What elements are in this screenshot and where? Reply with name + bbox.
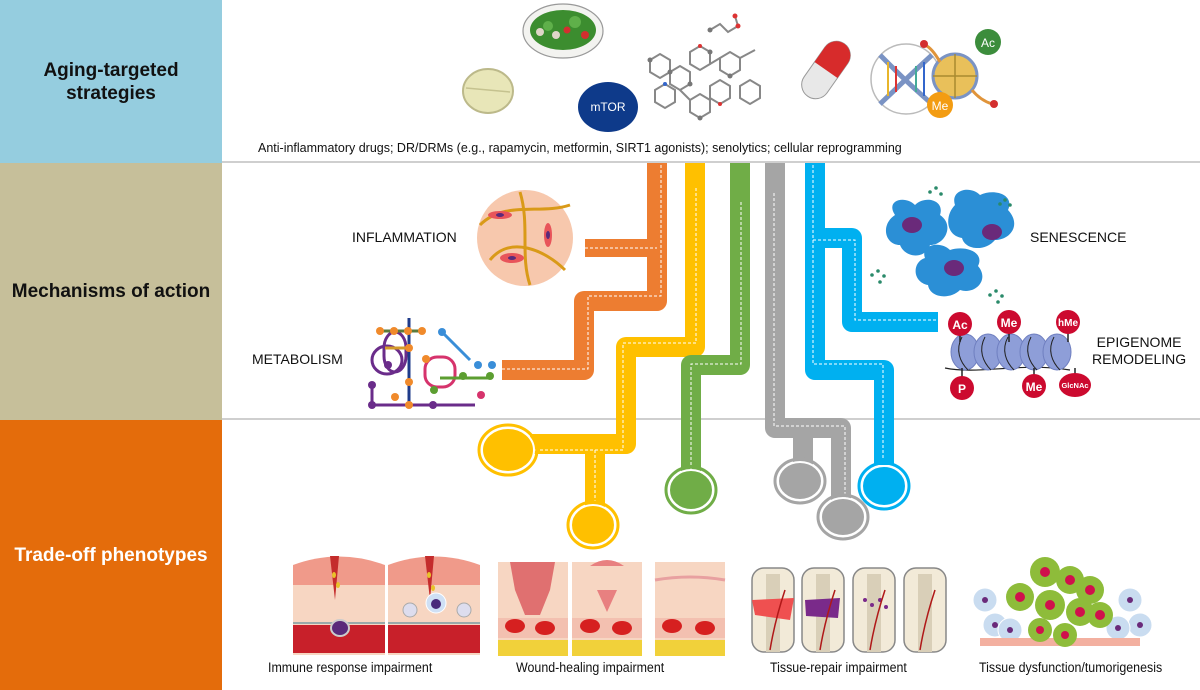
inflammation-illustration bbox=[477, 190, 573, 286]
row-divider bbox=[222, 418, 1200, 420]
wound-healing-illustration bbox=[498, 560, 726, 656]
me-label: Me bbox=[932, 99, 949, 113]
epigenome-label: EPIGENOME REMODELING bbox=[1092, 334, 1186, 368]
row-label-text: Trade-off phenotypes bbox=[14, 544, 208, 566]
pathway-green bbox=[664, 163, 750, 515]
row-label-phenotypes: Trade-off phenotypes bbox=[0, 420, 222, 690]
phenotype-tumorigenesis-label: Tissue dysfunction/tumorigenesis bbox=[979, 660, 1163, 675]
pathway-yellow bbox=[477, 163, 705, 550]
phenotype-immune-label: Immune response impairment bbox=[268, 660, 433, 675]
strategies-caption: Anti-inflammatory drugs; DR/DRMs (e.g., … bbox=[258, 141, 902, 155]
tablet-icon bbox=[462, 68, 514, 114]
phenotype-tissue-repair-label: Tissue-repair impairment bbox=[770, 660, 907, 675]
senescence-illustration bbox=[870, 186, 1015, 304]
row-label-text: Mechanisms of action bbox=[11, 281, 211, 302]
metabolism-label: METABOLISM bbox=[252, 351, 343, 367]
pathway-blue bbox=[805, 163, 938, 511]
mark-me-2: Me bbox=[1026, 380, 1043, 394]
mtor-icon: mTOR bbox=[578, 82, 638, 132]
phenotype-wound-label: Wound-healing impairment bbox=[516, 660, 665, 675]
dna-epigenetic-icon: Ac Me bbox=[870, 29, 1001, 118]
row-label-aging-strategies: Aging-targeted strategies bbox=[0, 0, 222, 163]
mtor-label: mTOR bbox=[590, 100, 625, 114]
row-divider bbox=[222, 161, 1200, 163]
row-label-text: Aging-targeted strategies bbox=[43, 59, 179, 104]
ac-label: Ac bbox=[981, 36, 995, 50]
mark-ac: Ac bbox=[952, 318, 968, 332]
mark-p: P bbox=[958, 382, 966, 396]
capsule-icon bbox=[801, 40, 851, 100]
pathway-gray bbox=[765, 163, 870, 541]
tissue-repair-illustration bbox=[751, 567, 947, 653]
inflammation-label: INFLAMMATION bbox=[352, 229, 457, 245]
senescence-label: SENESCENCE bbox=[1030, 229, 1127, 245]
epigenome-illustration: Ac Me hMe P Me GlcNAc bbox=[944, 310, 1091, 400]
immune-response-illustration bbox=[293, 556, 480, 655]
mark-me: Me bbox=[1001, 316, 1018, 330]
salad-plate-icon bbox=[522, 3, 604, 59]
pathway-orange bbox=[502, 163, 667, 380]
epigenome-label-line2: REMODELING bbox=[1092, 351, 1187, 367]
molecule-icon bbox=[647, 13, 761, 121]
metabolism-illustration bbox=[368, 318, 496, 409]
tumorigenesis-illustration bbox=[972, 557, 1153, 647]
mark-glcnac: GlcNAc bbox=[1061, 381, 1088, 390]
mark-hme: hMe bbox=[1058, 318, 1078, 329]
epigenome-label-line1: EPIGENOME bbox=[1096, 334, 1182, 350]
row-label-mechanisms: Mechanisms of action bbox=[0, 163, 222, 420]
